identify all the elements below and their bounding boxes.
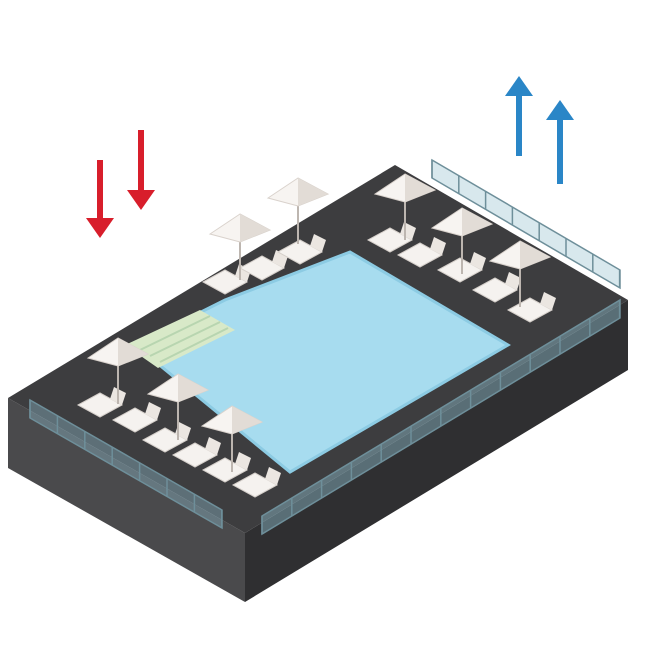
heat-out-arrow [505, 76, 533, 156]
umbrella [146, 373, 210, 440]
sun-lounger [201, 452, 251, 483]
sun-lounger [111, 402, 161, 433]
heat-in-arrow [127, 130, 155, 210]
glass-railing [29, 158, 621, 536]
umbrella [430, 207, 494, 274]
heat-in-arrow [86, 160, 114, 238]
arrows [86, 76, 574, 238]
sun-lounger [276, 234, 326, 265]
sun-lounger [231, 467, 281, 498]
deck-left-face [8, 398, 245, 602]
umbrella [266, 177, 330, 244]
sun-lounger [471, 272, 521, 303]
sun-lounger [396, 237, 446, 268]
pool-steps-lines [139, 315, 229, 363]
heat-out-arrow [546, 100, 574, 184]
deck-right-face [245, 300, 628, 602]
umbrella [86, 337, 150, 404]
sun-lounger [171, 437, 221, 468]
sun-lounger [436, 252, 486, 283]
umbrella [488, 240, 552, 307]
umbrella [200, 405, 264, 472]
umbrellas [86, 173, 552, 472]
umbrella [208, 213, 272, 280]
umbrella [373, 173, 437, 240]
pool-shallow-steps [125, 310, 235, 368]
sun-loungers [76, 222, 556, 498]
